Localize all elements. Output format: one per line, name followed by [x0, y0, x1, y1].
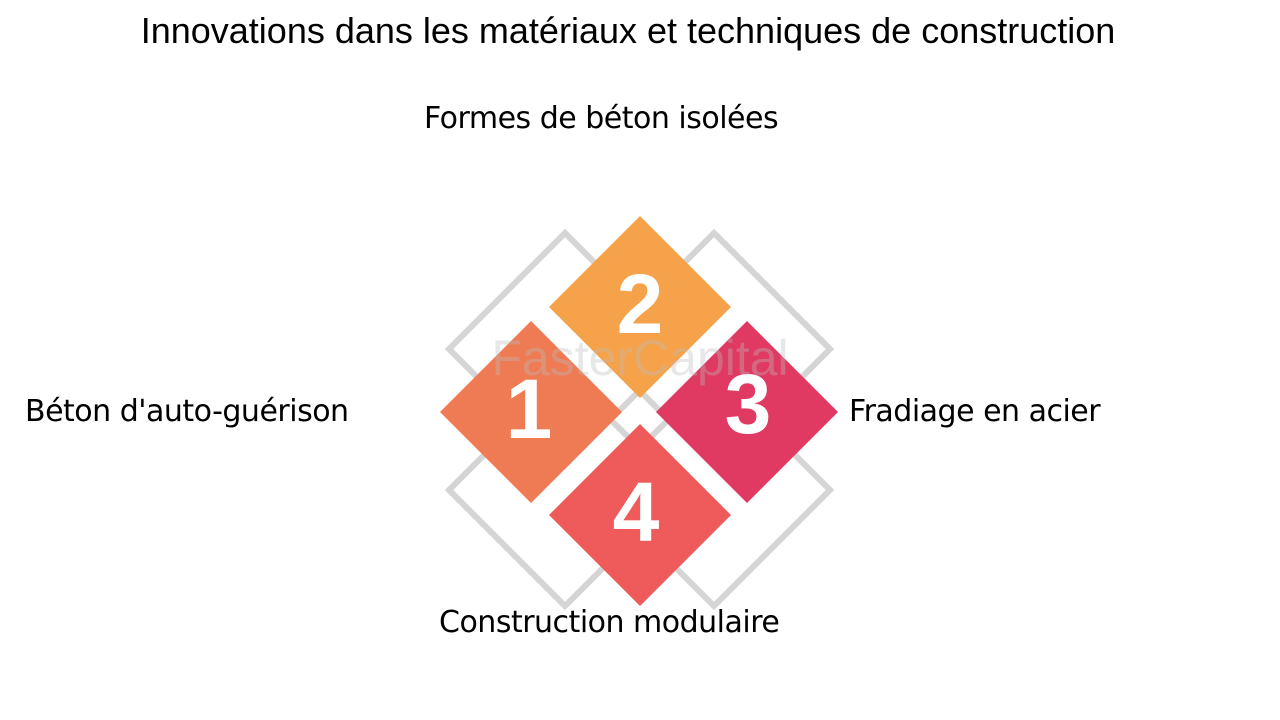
diamond-item-3: 3 — [656, 321, 838, 503]
label-item-3: Fradiage en acier — [849, 394, 1101, 429]
watermark-logo: FasterCapital — [491, 330, 788, 386]
label-item-1: Béton d'auto-guérison — [25, 394, 349, 429]
diamond-item-4: 4 — [549, 424, 731, 606]
label-item-2: Formes de béton isolées — [424, 101, 779, 136]
number-item-2: 2 — [617, 257, 664, 351]
label-item-4: Construction modulaire — [439, 605, 780, 640]
diagram-title: Innovations dans les matériaux et techni… — [140, 10, 1116, 51]
number-item-4: 4 — [613, 465, 660, 559]
number-item-1: 1 — [506, 362, 553, 456]
number-item-3: 3 — [725, 357, 772, 451]
diamond-item-2: 2 — [549, 216, 731, 398]
diamond-item-1: 1 — [440, 321, 622, 503]
